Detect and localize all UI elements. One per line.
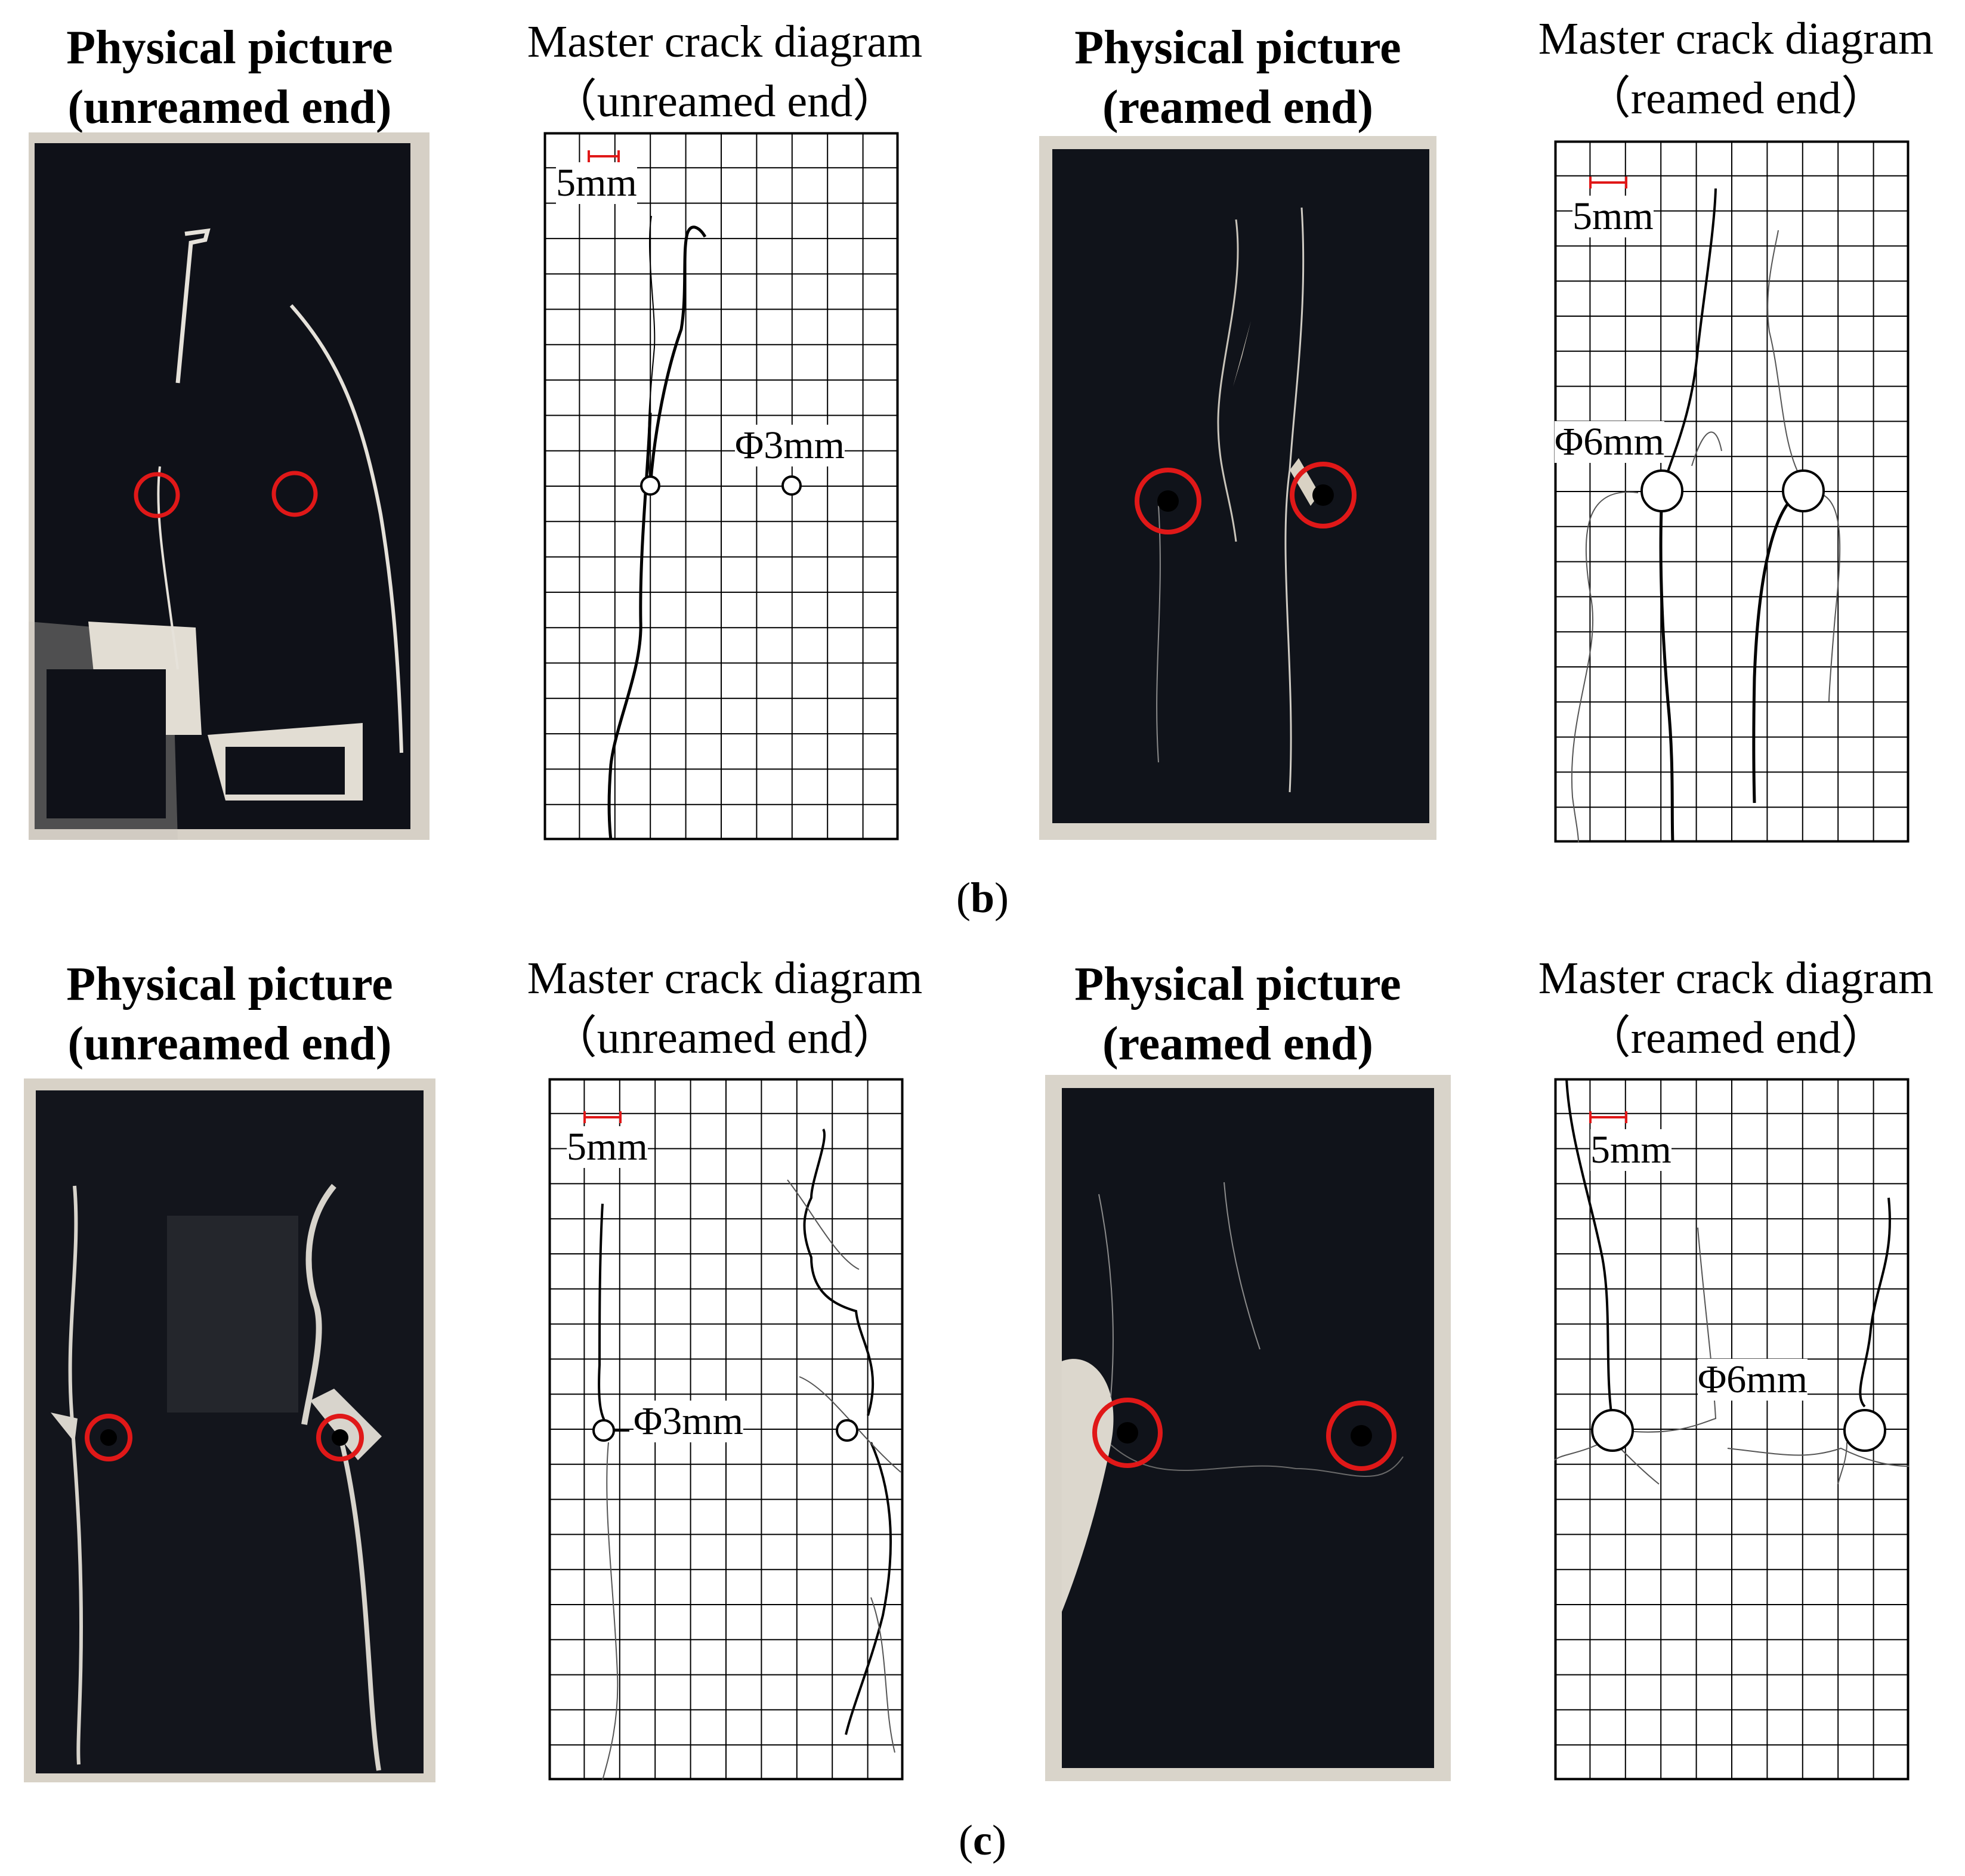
grid-lines [543,132,899,840]
photo-reamed-title: Physical picture (reamed end) [1074,21,1401,134]
hole-circle [1843,1409,1886,1452]
minor-crack-line [648,215,656,485]
minor-crack-line [1691,431,1722,466]
photo-unreamed-title: Physical picture (unreamed end) [66,958,393,1070]
master-crack-line [648,225,707,488]
minor-crack-line [1620,1227,1717,1433]
master-crack-line [1565,1078,1612,1413]
minor-crack-line [1554,1442,1603,1461]
grid-lines [548,1078,904,1781]
hole-diameter-label: Φ6mm [1698,1358,1808,1401]
specimen-photo-reamed [1039,136,1436,840]
panel-label: (c) [959,1816,1006,1864]
hole-marker-circle [85,1414,132,1461]
crack-diagram-reamed: 5mm Φ6mm [1554,140,1910,843]
specimen-photo-unreamed [24,1078,435,1782]
diagram-reamed-title: Master crack diagram （reamed end） [1538,953,1934,1063]
grid [548,1078,904,1781]
specimen-photo-unreamed [29,132,430,840]
master-crack-line [1661,188,1717,490]
minor-crack-line [1767,230,1800,475]
minor-crack-line [1727,1447,1910,1467]
hole-circle [1640,469,1683,512]
hole-circle [640,475,660,496]
hole-marker-circle [1092,1398,1163,1468]
master-crack-line [1752,491,1800,803]
hole-circle [592,1419,615,1442]
grid-lines [1554,140,1910,843]
photo-reamed-title: Physical picture (reamed end) [1074,958,1401,1070]
minor-crack-line [1837,1442,1847,1485]
scale-label: 5mm [1590,1128,1672,1172]
grid [543,132,899,840]
master-crack-line [1859,1197,1891,1408]
minor-crack-line [787,1179,860,1270]
crack-diagram-reamed: 5mm Φ6mm [1554,1078,1910,1781]
hole-marker-circle [316,1414,364,1461]
hole-marker-circle [271,471,318,517]
minor-crack-line [1816,492,1841,702]
scale-label: 5mm [1572,194,1654,238]
hole-diameter-label: Φ3mm [634,1399,743,1443]
crack-diagram-unreamed: 5mm Φ3mm [543,132,899,840]
hole-marker-circle [1326,1401,1396,1471]
diagram-unreamed-title: Master crack diagram （unreamed end） [527,17,923,126]
crack-diagram-unreamed: 5mm Φ3mm [548,1078,904,1781]
minor-crack-line [799,1376,901,1473]
hole-marker-circle [1290,462,1357,529]
grid [1554,1078,1910,1781]
panel-label: (b) [956,874,1009,922]
specimen-photo-reamed [1045,1075,1451,1781]
hole-circle [1591,1409,1634,1452]
photo-unreamed-title: Physical picture (unreamed end) [66,21,393,134]
diagram-reamed-title: Master crack diagram （reamed end） [1538,14,1934,123]
master-crack-line [598,1203,629,1432]
master-crack-line [845,1442,892,1735]
master-crack-line [803,1128,875,1416]
grid [1554,140,1910,843]
hole-circle [1782,469,1825,512]
minor-crack-line [602,1442,619,1781]
master-crack-line [1659,492,1674,843]
hole-diameter-label: Φ6mm [1555,420,1664,463]
hole-marker-circle [134,472,180,518]
hole-circle [781,475,802,496]
hole-diameter-label: Φ3mm [735,424,845,467]
grid-lines [1554,1078,1910,1781]
hole-circle [836,1419,858,1442]
scale-label: 5mm [567,1125,648,1169]
diagram-unreamed-title: Master crack diagram （unreamed end） [527,953,923,1063]
minor-crack-line [870,1597,895,1753]
hole-marker-circle [1135,468,1201,534]
minor-crack-line [1571,491,1639,843]
scale-label: 5mm [556,161,637,205]
